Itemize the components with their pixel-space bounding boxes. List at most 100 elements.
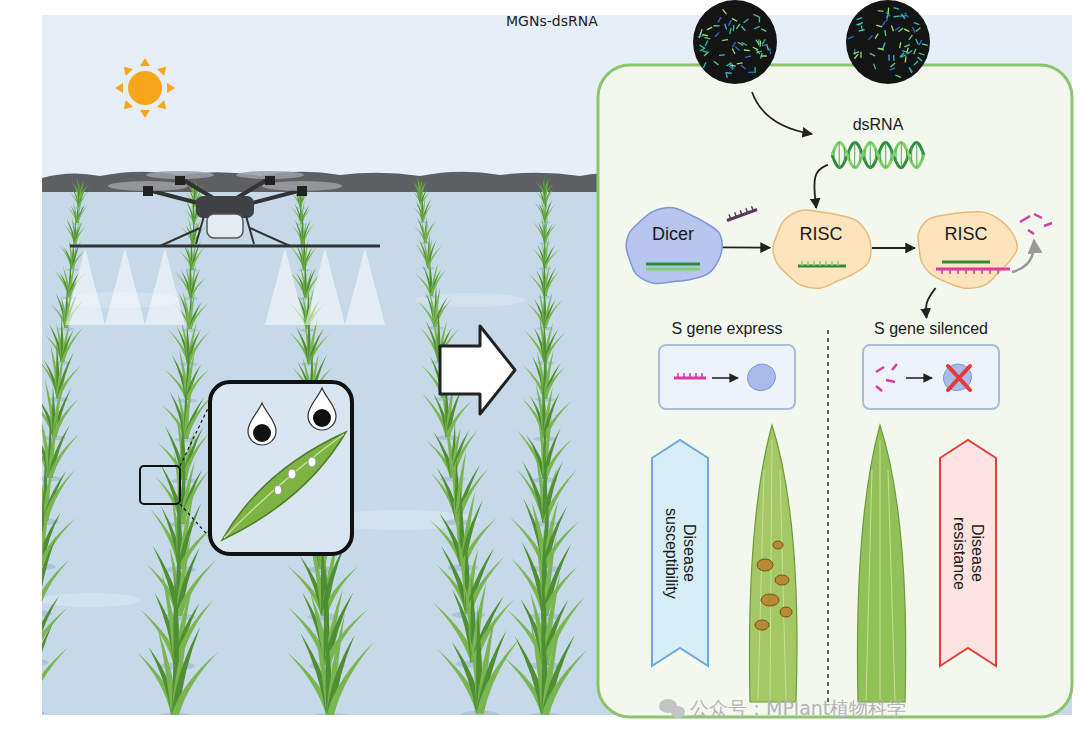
flow-arrow [926,288,936,318]
rice-blade [191,247,205,270]
guide-strand [942,261,990,264]
dsrna-cargo [919,40,922,45]
plant-reflection [298,269,311,272]
blob-shape [626,208,722,284]
helix-strand [832,142,924,167]
rice-plant [413,194,433,223]
motor [297,186,307,196]
rice-blade [42,560,69,613]
droplet [308,457,316,467]
rice-blade [76,205,88,223]
rice-plant [290,234,317,272]
rice-blade [544,223,557,243]
rice-blade [476,638,520,714]
plant-cell [598,65,1072,717]
rice-plant [533,214,557,245]
rice-plant [286,613,374,715]
rice-plant [532,236,559,270]
dsrna-cargo [703,62,706,67]
lesion [780,607,792,617]
dsrna-cargo [744,19,749,23]
banner-shape [652,440,708,666]
box-heading: S gene express [658,318,796,344]
sun-ray [167,83,175,93]
watermark: 公众号：MPlant植物科学 [690,696,906,722]
plant-reflection [42,709,45,715]
molecule-details [646,205,1052,391]
rice-blade [541,650,587,715]
motor [175,176,185,185]
dsrna-cargo [718,17,721,22]
plant-reflection [186,269,199,272]
rice-plant [412,180,431,207]
dsrna-cargo [699,45,704,48]
dsrna-cargo [905,13,909,18]
mrna-bases [678,373,702,378]
rice-blade [74,226,86,244]
outcome-banner: Disease resistance [940,440,996,666]
spray-cone [345,248,385,325]
rice-blade [42,607,68,661]
gene-state-box: S gene silenced [862,318,1000,412]
protein [943,364,971,391]
boom-strut [250,228,290,246]
rice-blade [542,521,580,568]
dsrna-cargo [919,53,925,55]
helix-rung [906,149,907,160]
rice-plant [415,259,447,299]
sirna-strand [727,210,757,221]
nanoparticle [693,0,777,84]
dsrna-cargo [883,42,885,48]
dsrna-cargo [878,10,884,12]
droplet [308,388,336,430]
healthy-leaf [857,425,905,702]
lesion [773,541,783,549]
rice-plant [522,376,572,441]
dsrna-cargo [875,34,878,39]
dsrna-cargo [756,40,759,45]
rice-blade [427,246,442,268]
water-ripple [40,593,140,607]
rice-blade [326,642,374,715]
dsrna-cargo [874,64,876,70]
motor [265,176,275,185]
blocked-mark [948,366,970,390]
dsrna-cargo [861,25,863,31]
text-holder: Dicer [623,208,723,245]
rice-blade [308,334,330,363]
zoom-inset [140,382,352,554]
molecule-node: dsRNA [828,112,928,172]
rice-blade [182,433,209,480]
dsrna-cargo [759,41,761,47]
rice-blade [543,299,562,327]
dsrna-cargo [859,30,865,31]
sun-disc [128,71,162,105]
zoom-line [180,400,212,466]
rice-blade [185,369,209,400]
icon-bubble [671,706,685,718]
zoom-frame [140,466,180,504]
rice-blade [544,271,560,296]
dsrna-cargo [857,18,863,20]
dsrna-cargo [893,8,899,10]
mrna [674,377,706,380]
target-mrna [936,268,1010,271]
sirna-fragment [725,205,757,221]
dsrna-cargo [914,49,916,55]
dsrna-strand [646,268,700,271]
spray-cone [105,248,145,325]
dsrna-cargo [744,49,750,51]
rice-blade [174,599,214,665]
dsrna-cargo [729,66,735,68]
dsrna-cargo [890,68,896,70]
dsrna-strand [646,263,700,266]
helix-rung [834,150,835,160]
droplet [248,403,276,445]
rice-plant [42,379,78,441]
dsrna-cargo [900,42,901,48]
dsrna-cargo [741,65,746,69]
dsrna-cargo [858,22,863,25]
flow-arrow [814,165,828,208]
